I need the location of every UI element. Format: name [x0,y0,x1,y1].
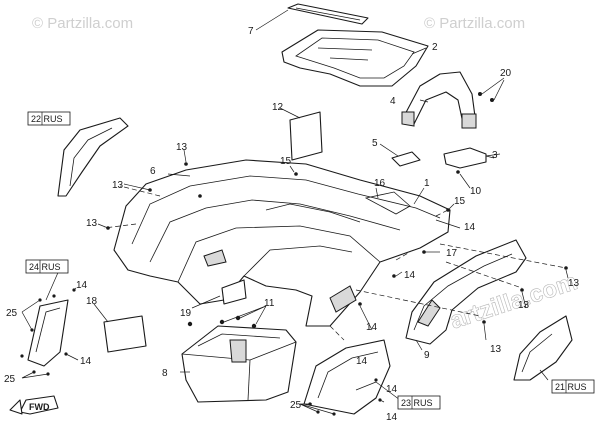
callout-20[interactable]: 20 [500,68,512,79]
callout-7[interactable]: 7 [248,26,254,37]
part-8-storage-box[interactable] [181,325,297,403]
part-7-strip[interactable] [287,3,369,25]
part-10-fastener[interactable] [456,170,471,189]
callout-13-mid[interactable]: 13 [86,218,98,229]
callout-14-base[interactable]: 14 [386,412,398,423]
callout-3[interactable]: 3 [492,150,498,161]
label-text: 24 RUS [29,262,61,272]
part-12-panel[interactable] [279,107,323,161]
callout-14-center[interactable]: 14 [404,270,416,281]
callout-25-top[interactable]: 25 [6,308,18,319]
callout-17[interactable]: 17 [446,248,458,259]
callout-13-far-right[interactable]: 13 [568,278,580,289]
callout-12[interactable]: 12 [272,102,284,113]
part-24-left-panel[interactable] [27,299,69,367]
part-16-mount[interactable] [364,187,411,215]
callout-5[interactable]: 5 [372,138,378,149]
callout-11[interactable]: 11 [264,298,275,309]
callout-8[interactable]: 8 [162,368,168,379]
callout-14-bottom[interactable]: 14 [386,384,398,395]
callout-14-left-top[interactable]: 14 [76,280,88,291]
part-23-mudflap[interactable] [303,339,391,415]
callout-15-right[interactable]: 15 [454,196,466,207]
callout-14-left-bottom[interactable]: 14 [80,356,92,367]
part-5-bracket[interactable] [379,143,421,167]
label-23-rus[interactable]: 23 RUS [397,395,441,410]
callout-19[interactable]: 19 [180,308,192,319]
leader-lines [21,9,569,415]
callout-1[interactable]: 1 [424,178,430,189]
callout-13-right-mid[interactable]: 13 [518,300,530,311]
callout-14-right[interactable]: 14 [464,222,476,233]
label-text: 21 RUS [555,382,587,392]
part-6-rear-fender[interactable] [113,159,451,327]
callout-13-left[interactable]: 13 [112,180,124,191]
callout-14-flap[interactable]: 14 [356,356,368,367]
part-4-handle[interactable] [401,71,477,129]
label-21-rus[interactable]: 21 RUS [551,379,595,394]
part-9-right-fender[interactable] [405,239,527,345]
part-3-bracket[interactable] [443,147,501,169]
callout-6[interactable]: 6 [150,166,156,177]
callout-25-bottom[interactable]: 25 [4,374,16,385]
part-11-screws[interactable] [187,305,267,329]
callout-10[interactable]: 10 [470,186,482,197]
callout-14-lower[interactable]: 14 [366,322,378,333]
part-19-reflector[interactable] [221,279,247,305]
label-22-rus[interactable]: 22 RUS [27,111,71,126]
part-2-rack[interactable] [281,29,429,87]
label-text: 22 RUS [31,114,63,124]
callout-25-flap[interactable]: 25 [290,400,302,411]
label-text: 23 RUS [401,398,433,408]
watermark-text: © Partzilla.com [32,15,133,32]
callout-16[interactable]: 16 [374,178,386,189]
callouts: 7 2 20 4 12 5 3 13 15 6 13 10 16 1 15 13… [4,26,580,423]
callout-2[interactable]: 2 [432,42,438,53]
label-24-rus[interactable]: 24 RUS [25,259,69,274]
watermark-top-left: © Partzilla.com [32,15,133,32]
callout-15-top[interactable]: 15 [280,156,292,167]
callout-13-top[interactable]: 13 [176,142,188,153]
part-20-bolts[interactable] [478,77,505,102]
callout-13-bottom-right[interactable]: 13 [490,344,502,355]
part-22-left-piece[interactable] [57,117,129,197]
watermark-top-right: © Partzilla.com [424,15,525,32]
callout-4[interactable]: 4 [390,96,396,107]
callout-18[interactable]: 18 [86,296,98,307]
watermark-text: © Partzilla.com [424,15,525,32]
fwd-arrow-icon: FWD [9,395,59,415]
fwd-label: FWD [29,402,50,412]
part-18-sticker[interactable] [93,303,147,353]
part-21-right-flap[interactable] [513,315,573,381]
callout-9[interactable]: 9 [424,350,430,361]
